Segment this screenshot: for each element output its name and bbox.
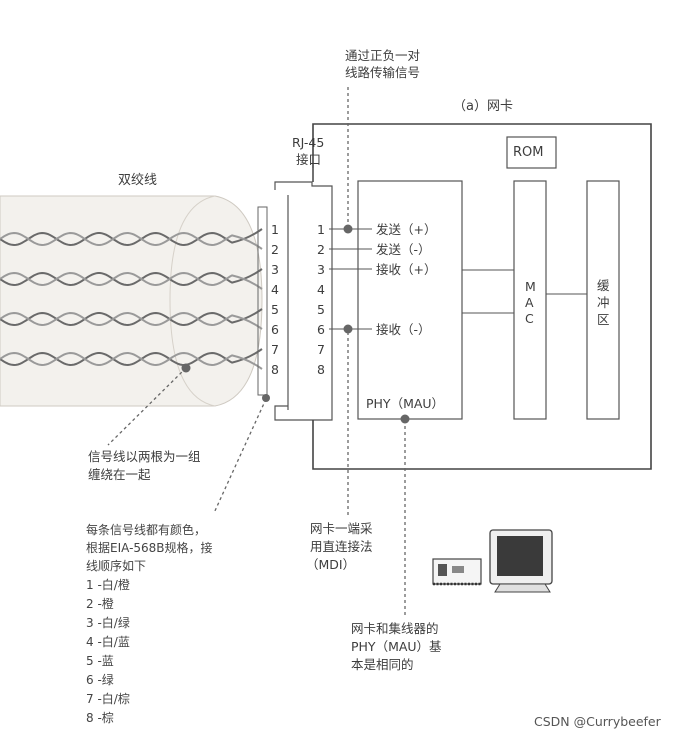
phy-pin-8: 8	[317, 362, 325, 377]
rj45-plug	[257, 206, 268, 396]
dot-pin1	[343, 224, 353, 234]
color-item: 4 -白/蓝	[86, 635, 130, 649]
color-item: 6 -绿	[86, 673, 114, 687]
twisted-wire	[0, 348, 263, 367]
twisted-wire	[0, 228, 263, 247]
buffer-box	[586, 180, 620, 420]
cable-end-curve	[169, 195, 216, 407]
connector-pin-2: 2	[271, 242, 279, 257]
note-phy-same-line1: 网卡和集线器的	[351, 621, 439, 636]
twisted-wire	[0, 311, 263, 330]
phy-label: PHY（MAU）	[366, 396, 445, 411]
mac-letter-c: C	[525, 311, 534, 326]
note-colors-intro-3: 线顺序如下	[86, 559, 147, 573]
twisted-wire	[0, 268, 263, 287]
buffer-char-1: 缓	[597, 278, 610, 293]
note-phy-same-line3: 本是相同的	[351, 657, 414, 672]
phy-pin-5: 5	[317, 302, 325, 317]
color-item: 2 -橙	[86, 597, 114, 611]
nic-title: （a）网卡	[453, 99, 513, 114]
phy-pin-1: 1	[317, 222, 325, 237]
connector-pin-4: 4	[271, 282, 279, 297]
color-item: 8 -棕	[86, 711, 114, 725]
buffer-char-3: 区	[597, 312, 610, 327]
rom-label: ROM	[513, 145, 544, 160]
note-colors-intro-1: 每条信号线都有颜色，	[86, 523, 207, 537]
twisted-pair-label: 双绞线	[118, 173, 158, 188]
connector-pin-7: 7	[271, 342, 279, 357]
note-mdi-line1: 网卡一端采	[310, 521, 373, 536]
twisted-wire	[0, 351, 263, 370]
note-signal-pair-line2: 线路传输信号	[345, 65, 421, 80]
phy-pin-6: 6	[317, 322, 325, 337]
connector-pin-6: 6	[271, 322, 279, 337]
dot-phy	[400, 414, 410, 424]
phy-pin-2: 2	[317, 242, 325, 257]
note-signal-pair-line1: 通过正负一对	[345, 48, 421, 63]
phy-box	[357, 180, 463, 420]
leader-twisted	[107, 367, 187, 446]
twisted-wire	[0, 271, 263, 290]
dot-pin6	[343, 324, 353, 334]
color-item: 7 -白/棕	[86, 692, 130, 706]
connector-pin-8: 8	[271, 362, 279, 377]
computer-icon	[489, 529, 553, 593]
mac-letter-a: A	[525, 295, 534, 310]
dot-twist	[181, 363, 191, 373]
leader-colors	[213, 398, 267, 514]
color-item: 1 -白/橙	[86, 578, 130, 592]
note-colors-intro-2: 根据EIA-568B规格，接	[86, 541, 213, 555]
phy-signal-tx-minus: 发送（-）	[376, 242, 431, 257]
twisted-wire	[0, 308, 263, 327]
dot-plug	[262, 394, 270, 402]
network-card-icon	[432, 558, 482, 586]
phy-pin-3: 3	[317, 262, 325, 277]
note-mdi-line3: （MDI）	[306, 557, 356, 572]
phy-signal-rx-plus: 接收（+）	[376, 262, 437, 277]
color-item: 3 -白/绿	[86, 616, 130, 630]
connector-pin-3: 3	[271, 262, 279, 277]
phy-pin-4: 4	[317, 282, 325, 297]
rj45-label-line2: 接口	[296, 152, 322, 167]
phy-signal-rx-minus: 接收（-）	[376, 322, 431, 337]
mac-letter-m: M	[525, 279, 536, 294]
connector-pin-1: 1	[271, 222, 279, 237]
rj45-label-line1: RJ-45	[292, 135, 325, 150]
connector-pin-5: 5	[271, 302, 279, 317]
twisted-wire-pairs	[0, 228, 263, 370]
phy-signal-tx-plus: 发送（+）	[376, 222, 437, 237]
note-twisted-line2: 缠绕在一起	[88, 467, 151, 482]
rom-box	[506, 136, 557, 169]
mac-box	[513, 180, 547, 420]
rj45-connector-outline	[274, 181, 333, 421]
note-phy-same-line2: PHY（MAU）基	[351, 639, 442, 654]
note-twisted-line1: 信号线以两根为一组	[88, 449, 201, 464]
cable-body	[0, 195, 263, 407]
watermark: CSDN @Currybeefer	[534, 714, 661, 729]
note-mdi-line2: 用直连接法	[310, 539, 373, 554]
nic-board-outline	[312, 123, 652, 470]
twisted-wire	[0, 231, 263, 250]
buffer-char-2: 冲	[597, 295, 610, 310]
phy-pin-7: 7	[317, 342, 325, 357]
color-item: 5 -蓝	[86, 654, 114, 668]
